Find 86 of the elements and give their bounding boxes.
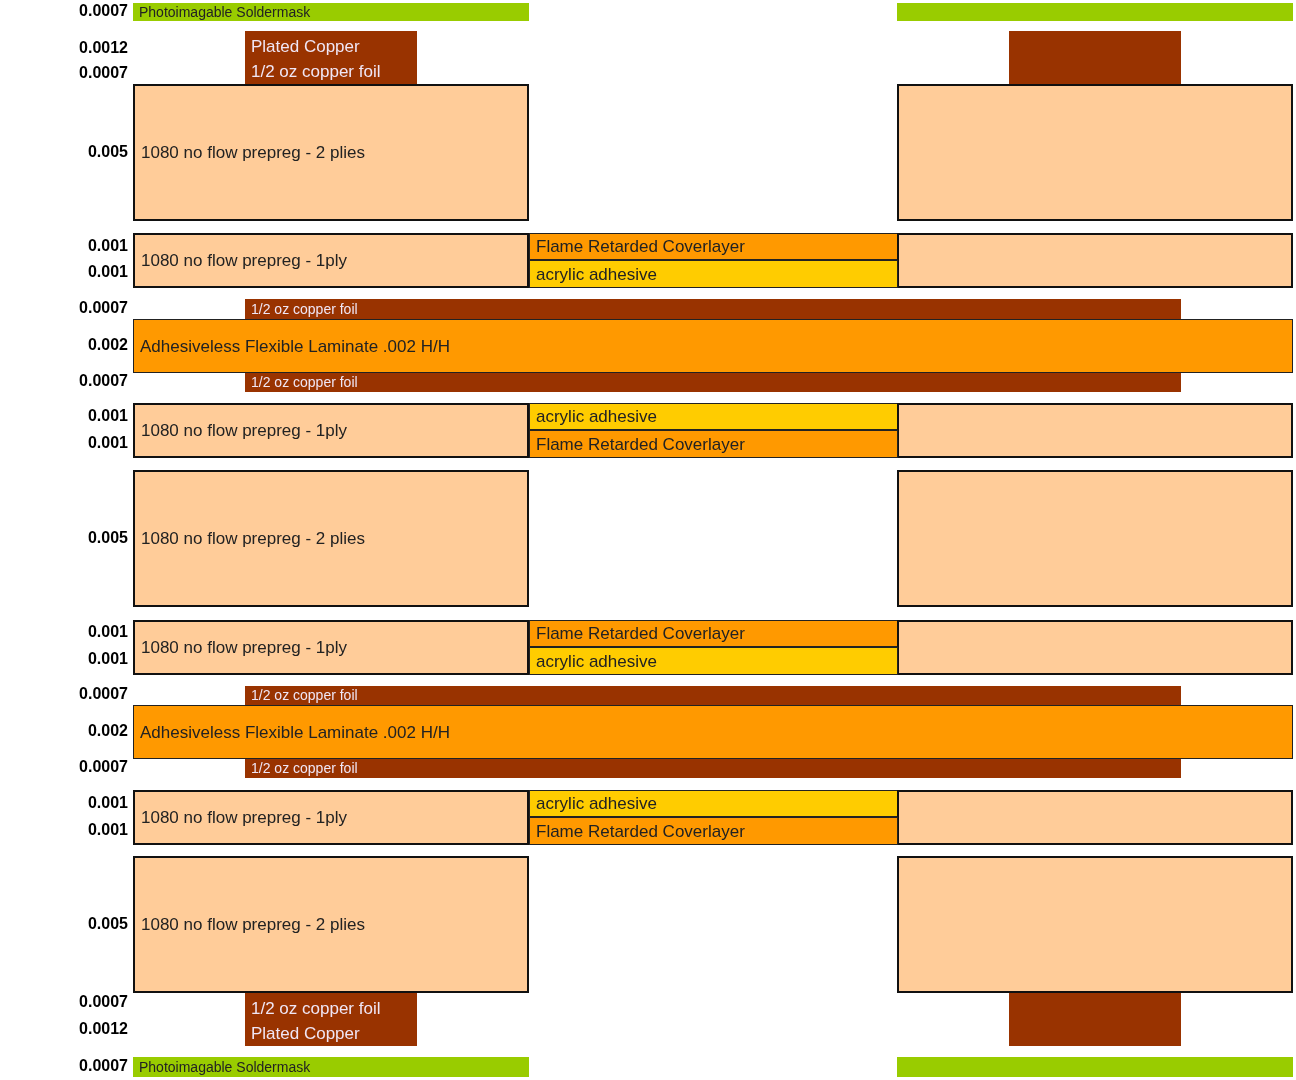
- thickness-value: 0.001: [86, 262, 128, 282]
- adhesive-layer: [529, 647, 898, 675]
- prepreg-layer: [133, 620, 529, 675]
- layer-label: acrylic adhesive: [536, 406, 658, 428]
- thickness-value: 0.001: [86, 793, 128, 813]
- prepreg-layer: [897, 790, 1293, 845]
- coverlayer: [529, 620, 898, 647]
- thickness-value: 0.0007: [78, 757, 128, 777]
- copper-layer: [245, 686, 1181, 705]
- prepreg-layer: [133, 790, 529, 845]
- thickness-value: 0.0007: [78, 1, 128, 21]
- layer-label: Flame Retarded Coverlayer: [536, 623, 746, 645]
- thickness-value: 0.001: [86, 236, 128, 256]
- thickness-value: 0.005: [86, 914, 128, 934]
- prepreg-layer: [897, 856, 1293, 993]
- thickness-value: 0.005: [86, 142, 128, 162]
- layer-label: 1080 no flow prepreg - 1ply: [141, 807, 349, 829]
- solder-mask-layer: [897, 3, 1293, 21]
- thickness-value: 0.0007: [78, 371, 128, 391]
- coverlayer: [529, 430, 898, 458]
- thickness-value: 0.0007: [78, 992, 128, 1012]
- thickness-value: 0.002: [86, 335, 128, 355]
- thickness-value: 0.001: [86, 433, 128, 453]
- layer-label: Adhesiveless Flexible Laminate .002 H/H: [140, 721, 451, 744]
- laminate-layer: [133, 319, 1293, 373]
- thickness-value: 0.0012: [78, 1019, 128, 1039]
- coverlayer: [529, 817, 898, 845]
- thickness-value: 0.0007: [78, 1056, 128, 1076]
- layer-label: 1/2 oz copper foil: [251, 374, 359, 391]
- thickness-value: 0.0007: [78, 298, 128, 318]
- layer-label: 1/2 oz copper foil: [251, 760, 359, 777]
- adhesive-layer: [529, 260, 898, 288]
- adhesive-layer: [529, 790, 898, 817]
- layer-label: 1080 no flow prepreg - 1ply: [141, 250, 349, 272]
- layer-label: Adhesiveless Flexible Laminate .002 H/H: [140, 335, 451, 358]
- layer-label: Photoimagable Soldermask: [139, 1058, 312, 1076]
- thickness-value: 0.0007: [78, 684, 128, 704]
- solder-mask-layer: [133, 1057, 529, 1077]
- thickness-value: 0.0012: [78, 38, 128, 58]
- layer-label: Flame Retarded Coverlayer: [536, 236, 746, 258]
- layer-label: 1/2 oz copper foil: [251, 61, 382, 83]
- thickness-value: 0.005: [86, 528, 128, 548]
- prepreg-layer: [897, 470, 1293, 607]
- layer-label: Flame Retarded Coverlayer: [536, 820, 746, 843]
- layer-label: acrylic adhesive: [536, 793, 658, 815]
- copper-layer: [245, 373, 1181, 392]
- layer-label: Plated Copper: [251, 36, 361, 58]
- layer-label: 1080 no flow prepreg - 2 plies: [141, 142, 366, 164]
- layer-label: Plated Copper: [251, 1023, 361, 1045]
- prepreg-layer: [897, 403, 1293, 458]
- prepreg-layer: [897, 620, 1293, 675]
- layer-label: acrylic adhesive: [536, 263, 658, 286]
- prepreg-layer: [133, 84, 529, 221]
- solder-mask-layer: [897, 1057, 1293, 1077]
- thickness-value: 0.001: [86, 406, 128, 426]
- prepreg-layer: [133, 856, 529, 993]
- prepreg-layer: [897, 233, 1293, 288]
- prepreg-layer: [897, 84, 1293, 221]
- layer-label: Flame Retarded Coverlayer: [536, 433, 746, 456]
- layer-label: 1/2 oz copper foil: [251, 300, 359, 318]
- layer-label: acrylic adhesive: [536, 650, 658, 673]
- thickness-value: 0.0007: [78, 63, 128, 83]
- layer-label: Photoimagable Soldermask: [139, 3, 312, 21]
- layer-label: 1080 no flow prepreg - 1ply: [141, 420, 349, 442]
- adhesive-layer: [529, 403, 898, 430]
- layer-label: 1080 no flow prepreg - 1ply: [141, 637, 349, 659]
- thickness-value: 0.001: [86, 649, 128, 669]
- prepreg-layer: [133, 233, 529, 288]
- thickness-value: 0.001: [86, 820, 128, 840]
- thickness-value: 0.001: [86, 622, 128, 642]
- copper-layer: [245, 31, 417, 84]
- layer-label: 1/2 oz copper foil: [251, 687, 359, 704]
- layer-label: 1080 no flow prepreg - 2 plies: [141, 914, 366, 936]
- copper-layer: [1009, 31, 1181, 84]
- copper-layer: [245, 993, 417, 1046]
- copper-layer: [1009, 993, 1181, 1046]
- prepreg-layer: [133, 470, 529, 607]
- laminate-layer: [133, 705, 1293, 759]
- copper-layer: [245, 759, 1181, 778]
- prepreg-layer: [133, 403, 529, 458]
- coverlayer: [529, 233, 898, 260]
- layer-label: 1080 no flow prepreg - 2 plies: [141, 528, 366, 550]
- thickness-value: 0.002: [86, 721, 128, 741]
- layer-label: 1/2 oz copper foil: [251, 998, 382, 1020]
- copper-layer: [245, 299, 1181, 319]
- solder-mask-layer: [133, 3, 529, 21]
